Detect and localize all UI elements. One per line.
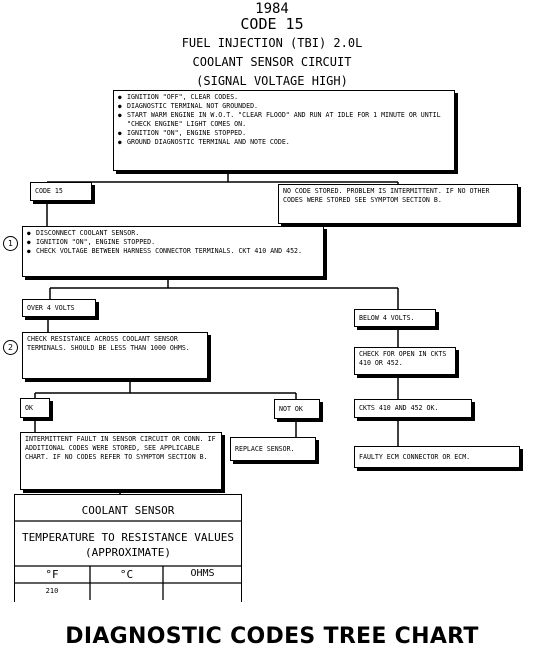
step-marker-2: 2 xyxy=(3,340,18,355)
page-footer-title: DIAGNOSTIC CODES TREE CHART xyxy=(65,624,479,649)
check-open-box: CHECK FOR OPEN IN CKTS 410 OR 452. xyxy=(354,347,456,375)
coolant-sensor-table xyxy=(14,494,242,602)
chart-circuit-title: COOLANT SENSOR CIRCUIT xyxy=(192,55,352,69)
initial-step: DIAGNOSTIC TERMINAL NOT GROUNDED. xyxy=(118,102,450,111)
faulty-ecm-box: FAULTY ECM CONNECTOR OR ECM. xyxy=(354,446,520,468)
table-cell-fahrenheit: 210 xyxy=(45,587,59,595)
initial-step: START WARM ENGINE IN W.O.T. "CLEAR FLOOD… xyxy=(118,111,450,129)
ckts-ok-box: CKTS 410 AND 452 OK. xyxy=(354,399,472,418)
step1-box: DISCONNECT COOLANT SENSOR. IGNITION "ON"… xyxy=(22,226,324,277)
code15-box: CODE 15 xyxy=(30,182,92,201)
column-ohms: OHMS xyxy=(190,568,215,579)
initial-procedure-box: IGNITION "OFF", CLEAR CODES. DIAGNOSTIC … xyxy=(113,90,455,171)
over-4-volts-box: OVER 4 VOLTS xyxy=(22,299,96,317)
initial-step: IGNITION "OFF", CLEAR CODES. xyxy=(118,93,450,102)
chart-year: 1984 xyxy=(255,1,289,17)
initial-step: GROUND DIAGNOSTIC TERMINAL AND NOTE CODE… xyxy=(118,138,450,147)
initial-step: IGNITION "ON", ENGINE STOPPED. xyxy=(118,129,450,138)
table-subtitle: TEMPERATURE TO RESISTANCE VALUES xyxy=(22,531,234,544)
not-ok-box: NOT OK xyxy=(274,399,320,419)
table-title: COOLANT SENSOR xyxy=(81,504,175,517)
step-marker-1: 1 xyxy=(3,236,18,251)
step1-item: DISCONNECT COOLANT SENSOR. xyxy=(27,229,319,238)
column-fahrenheit: °F xyxy=(45,568,59,581)
no-code-stored-box: NO CODE STORED. PROBLEM IS INTERMITTENT.… xyxy=(278,184,518,224)
table-subtitle-approx: (APPROXIMATE) xyxy=(84,546,172,559)
chart-condition-title: (SIGNAL VOLTAGE HIGH) xyxy=(196,74,348,88)
chart-code-title: CODE 15 xyxy=(240,15,304,33)
column-celsius: °C xyxy=(119,568,134,581)
replace-sensor-box: REPLACE SENSOR. xyxy=(230,437,316,461)
step1-item: IGNITION "ON", ENGINE STOPPED. xyxy=(27,238,319,247)
step2-box: CHECK RESISTANCE ACROSS COOLANT SENSOR T… xyxy=(22,332,208,379)
intermittent-fault-box: INTERMITTENT FAULT IN SENSOR CIRCUIT OR … xyxy=(20,432,222,490)
ok-box: OK xyxy=(20,398,50,418)
step1-item: CHECK VOLTAGE BETWEEN HARNESS CONNECTOR … xyxy=(27,247,319,256)
chart-system-title: FUEL INJECTION (TBI) 2.0L xyxy=(181,36,363,50)
below-4-volts-box: BELOW 4 VOLTS. xyxy=(354,309,436,327)
